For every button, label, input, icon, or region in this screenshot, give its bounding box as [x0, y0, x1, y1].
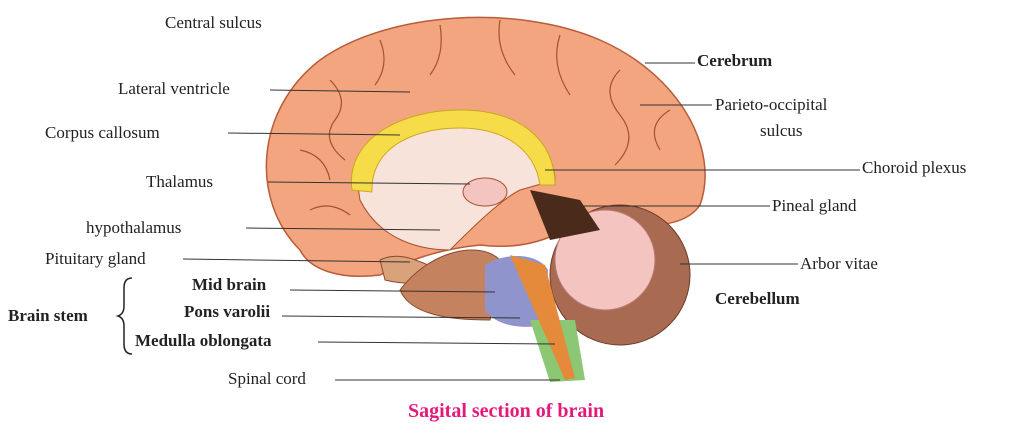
brain-stem-brace	[115, 277, 133, 355]
label-brain-stem: Brain stem	[8, 306, 88, 325]
label-lateral-ventricle: Lateral ventricle	[118, 79, 230, 98]
corpus-callosum-shape	[350, 109, 556, 193]
label-cerebrum: Cerebrum	[697, 51, 773, 70]
label-central-sulcus: Central sulcus	[165, 13, 262, 32]
label-spinal-cord: Spinal cord	[228, 369, 306, 388]
label-pineal-gland: Pineal gland	[772, 196, 857, 215]
label-medulla-oblongata: Medulla oblongata	[135, 331, 272, 350]
arbor-vitae-shape	[554, 209, 656, 311]
label-thalamus: Thalamus	[146, 172, 214, 191]
label-pituitary-gland: Pituitary gland	[45, 249, 146, 268]
leader-lines	[182, 62, 860, 381]
label-parieto-occipital-sulcus: sulcus	[760, 121, 803, 140]
cerebrum-folds	[299, 19, 671, 216]
label-choroid-plexus: Choroid plexus	[862, 158, 967, 177]
label-mid-brain: Mid brain	[192, 275, 267, 294]
pineal-dark	[530, 190, 600, 240]
label-corpus-callosum: Corpus callosum	[45, 123, 160, 142]
label-pons-varolii: Pons varolii	[184, 302, 271, 321]
label-arbor-vitae: Arbor vitae	[800, 254, 878, 273]
label-hypothalamus: hypothalamus	[86, 218, 182, 237]
label-parieto-occipital: Parieto-occipital	[715, 95, 828, 114]
label-cerebellum: Cerebellum	[715, 289, 800, 308]
stem-tube	[510, 255, 575, 380]
diagram-caption: Sagital section of brain	[408, 400, 605, 422]
thalamus-shape	[462, 177, 508, 207]
